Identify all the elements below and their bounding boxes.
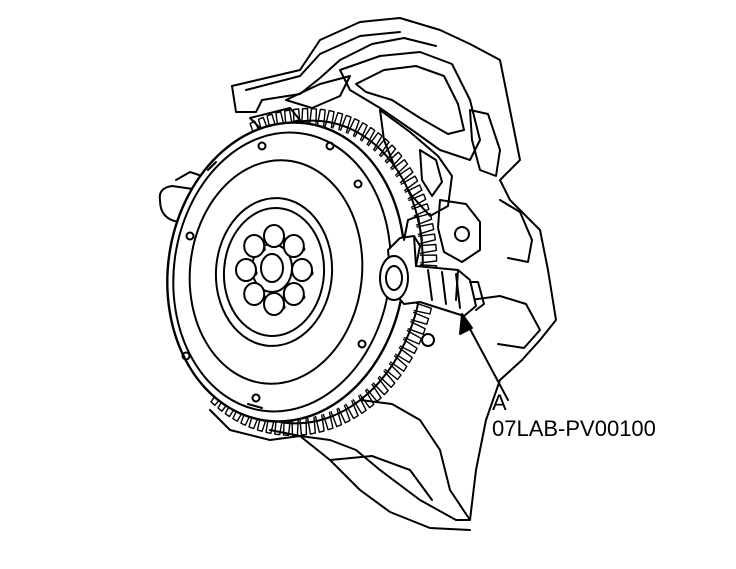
gear-tooth (347, 118, 360, 137)
gear-tooth (385, 151, 403, 169)
flywheel-bolt (282, 282, 306, 306)
flywheel-bolt (282, 234, 306, 258)
gear-tooth (332, 112, 344, 131)
gear-tooth (309, 108, 318, 126)
gear-tooth (248, 410, 261, 430)
gear-tooth (410, 311, 430, 325)
gear-tooth (307, 416, 316, 435)
gear-tooth (359, 389, 375, 409)
gear-tooth (389, 355, 408, 372)
gear-tooth (367, 132, 383, 151)
gear-tooth (361, 126, 376, 146)
gear-tooth (384, 362, 402, 381)
gear-tooth (299, 417, 308, 436)
gear-tooth (256, 413, 268, 432)
gear-tooth (413, 302, 432, 315)
gear-tooth (372, 377, 389, 396)
gear-tooth (416, 223, 435, 235)
gear-tooth (374, 138, 390, 156)
gear-tooth (266, 113, 278, 133)
callout-part-number: 07LAB-PV00100 (492, 416, 656, 441)
gear-tooth (411, 203, 430, 217)
gear-tooth (378, 370, 396, 388)
gear-tooth (407, 321, 426, 335)
gear-tooth (330, 408, 343, 428)
gear-tooth (337, 404, 351, 424)
gear-tooth (257, 116, 270, 136)
gear-tooth (274, 417, 284, 436)
gear-tooth (282, 418, 291, 436)
gear-tooth (354, 122, 368, 141)
gear-tooth (275, 111, 286, 130)
gear-tooth (404, 184, 423, 200)
gear-tooth (391, 159, 409, 176)
gear-tooth (380, 144, 397, 163)
gear-tooth (414, 212, 433, 226)
gear-tooth (396, 167, 414, 184)
gear-tooth (265, 415, 276, 435)
callout-letter: A (492, 390, 507, 415)
ring-gear-holder-tool (379, 215, 485, 317)
gear-tooth (301, 107, 309, 126)
flywheel-bolt (263, 224, 286, 248)
gear-tooth (291, 418, 299, 437)
flywheel-bolt (263, 292, 286, 316)
gear-tooth (403, 329, 423, 345)
gear-tooth (339, 114, 352, 134)
flywheel-bolts (235, 224, 314, 316)
gear-tooth (316, 108, 326, 127)
engine-block (158, 17, 557, 531)
gear-tooth (400, 175, 419, 192)
gear-tooth (314, 414, 325, 433)
flywheel-bolt (235, 258, 258, 282)
gear-tooth (322, 411, 334, 431)
gear-tooth (399, 338, 418, 355)
gear-tooth (345, 400, 359, 420)
gear-tooth (408, 193, 427, 208)
gear-tooth (394, 347, 413, 364)
gear-tooth (419, 243, 437, 254)
gear-tooth (419, 254, 438, 264)
gear-tooth (292, 108, 301, 127)
flywheel-bolt (243, 234, 266, 258)
gear-tooth (366, 383, 382, 403)
gear-tooth (418, 233, 436, 245)
gear-tooth (324, 109, 335, 129)
gear-tooth (352, 395, 367, 415)
flywheel-bolt (243, 282, 266, 306)
gear-tooth (284, 109, 293, 128)
flywheel-bolt (291, 258, 314, 282)
callout-leader-arrow (459, 313, 509, 401)
